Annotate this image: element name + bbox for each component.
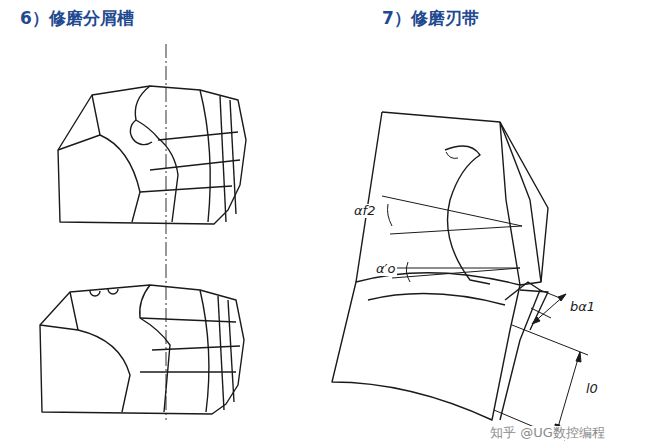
watermark: 知乎 @UG数控编程 bbox=[488, 426, 607, 440]
figure-heading: 7）修磨刃带 bbox=[380, 9, 481, 28]
angle-label: α′o bbox=[374, 262, 397, 276]
angle-lines bbox=[382, 196, 522, 282]
drill-point-bottom bbox=[40, 285, 244, 414]
drill-point-top bbox=[58, 86, 246, 224]
angle-label: αf2 bbox=[352, 204, 377, 218]
drill-margin-view bbox=[332, 112, 548, 420]
center-line bbox=[166, 44, 167, 420]
dimension-label: bα1 bbox=[568, 300, 597, 314]
figure-heading: 6）修磨分屑槽 bbox=[18, 9, 136, 28]
dimension-label: l0 bbox=[584, 382, 600, 396]
